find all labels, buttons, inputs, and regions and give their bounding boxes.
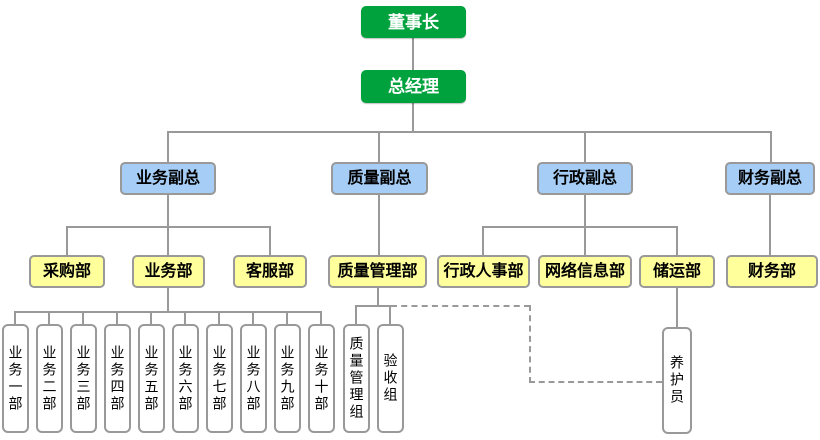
connector-bizvp-stem [167,195,169,228]
node-dept-purchasing: 采购部 [29,255,105,288]
node-unit-business-9: 业务九部 [274,324,301,433]
connector-drop-vp-quality [378,131,380,162]
connector-drop-unit-5 [150,311,152,324]
connector-bizdept-stem [167,288,169,313]
node-label: 质量管理部 [337,262,418,280]
node-maintenance-staff: 养护员 [662,327,692,434]
connector-drop-vp-business [167,131,169,162]
node-label: 验收组 [382,353,399,404]
node-label: 业务四部 [109,344,126,413]
node-label: 养护员 [669,355,685,406]
connector-vp-bracket [167,131,772,133]
connector-drop-admin-hr [482,226,484,255]
connector-drop-business-dept [167,226,169,255]
connector-drop-unit-7 [218,311,220,324]
node-unit-business-2: 业务二部 [36,324,63,433]
node-label: 财务副总 [737,169,802,187]
dashed-link-bottom [529,381,662,383]
connector-adminvp-stem [584,195,586,228]
connector-drop-unit-1 [14,311,16,324]
node-label: 财务部 [747,262,796,280]
node-label: 业务副总 [135,169,200,187]
connector-drop-unit-6 [184,311,186,324]
node-dept-network-info: 网络信息部 [538,255,632,288]
connector-gm-stem [412,103,414,132]
connector-chairman-gm [412,38,414,70]
node-dept-business: 业务部 [132,255,205,288]
connector-drop-vp-admin [584,131,586,162]
node-dept-quality-management: 质量管理部 [328,255,427,288]
node-label: 业务六部 [177,344,194,413]
node-label: 客服部 [245,262,294,280]
connector-drop-unit-4 [116,311,118,324]
node-dept-storage-transport: 储运部 [639,255,715,288]
node-unit-business-8: 业务八部 [240,324,267,433]
node-vp-quality: 质量副总 [331,162,428,195]
node-label: 质量副总 [347,169,412,187]
node-label: 业务部 [144,262,193,280]
node-unit-business-3: 业务三部 [70,324,97,433]
node-chairman: 董事长 [361,6,466,38]
node-dept-customer-service: 客服部 [233,255,307,288]
node-label: 网络信息部 [544,262,625,280]
node-label: 业务九部 [279,344,296,413]
connector-drop-unit-3 [82,311,84,324]
node-label: 业务十部 [313,344,330,413]
connector-drop-vp-finance [770,131,772,162]
node-label: 业务八部 [245,344,262,413]
connector-qualityvp-stem [378,195,380,255]
connector-drop-customer-service [269,226,271,255]
connector-drop-network-info [584,226,586,255]
connector-drop-purchasing [66,226,68,255]
node-label: 业务五部 [143,344,160,413]
node-vp-finance: 财务副总 [725,162,815,195]
node-label: 储运部 [652,262,701,280]
node-dept-finance: 财务部 [726,255,818,288]
connector-drop-acceptance-group [389,305,391,324]
connector-drop-storage [676,226,678,255]
node-label: 董事长 [388,12,439,32]
node-label: 业务一部 [7,344,24,413]
connector-storage-staff-stem [676,288,678,327]
dashed-link-vertical [529,305,531,383]
node-label: 质量管理组 [348,336,365,421]
node-label: 采购部 [42,262,91,280]
node-label: 业务七部 [211,344,228,413]
dashed-link-top [391,305,530,307]
node-label: 总经理 [388,77,439,96]
connector-qm-bracket [355,305,391,307]
connector-drop-unit-10 [320,311,322,324]
connector-financevp-stem [769,195,771,255]
connector-drop-unit-8 [252,311,254,324]
connector-adminvp-bracket [482,226,678,228]
node-label: 业务三部 [75,344,92,413]
node-unit-business-1: 业务一部 [2,324,29,433]
connector-qmdept-stem [377,288,379,307]
node-label: 行政副总 [552,169,617,187]
node-dept-admin-hr: 行政人事部 [437,255,530,288]
node-label: 业务二部 [41,344,58,413]
node-unit-business-4: 业务四部 [104,324,131,433]
node-group-acceptance: 验收组 [377,324,404,433]
node-general-manager: 总经理 [361,70,466,103]
connector-drop-unit-9 [286,311,288,324]
node-group-quality-management: 质量管理组 [343,324,370,433]
node-unit-business-7: 业务七部 [206,324,233,433]
node-vp-business: 业务副总 [120,162,216,195]
connector-drop-unit-2 [48,311,50,324]
node-label: 行政人事部 [443,262,524,280]
node-vp-admin: 行政副总 [537,162,633,195]
connector-drop-qm-group [355,305,357,324]
node-unit-business-5: 业务五部 [138,324,165,433]
node-unit-business-10: 业务十部 [308,324,335,433]
node-unit-business-6: 业务六部 [172,324,199,433]
connector-units-bracket [14,311,322,313]
